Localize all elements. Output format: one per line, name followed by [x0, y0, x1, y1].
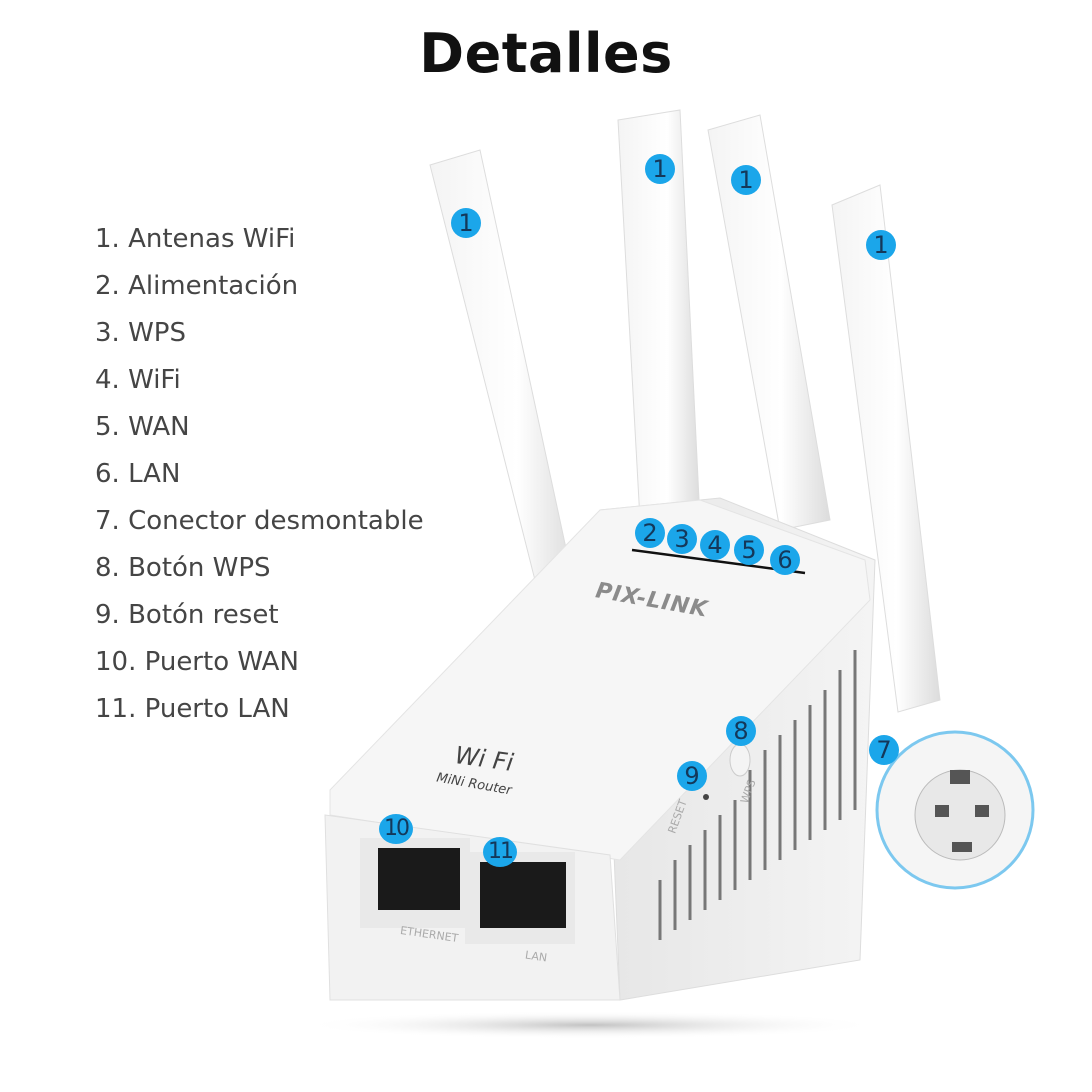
antenna	[707, 114, 831, 531]
list-item: 7. Conector desmontable	[95, 506, 424, 536]
list-item: 4. WiFi	[95, 365, 181, 395]
callout-wan-port: 10	[379, 814, 413, 844]
wps-button	[729, 743, 751, 777]
callout-antenna: 1	[866, 230, 896, 260]
callout-antenna: 1	[645, 154, 675, 184]
list-item: 5. WAN	[95, 412, 190, 442]
list-item: 6. LAN	[95, 459, 181, 489]
list-item: 2. Alimentación	[95, 271, 299, 301]
list-item: 10. Puerto WAN	[95, 647, 299, 677]
callout-wps-button: 8	[726, 716, 756, 746]
vent-grille	[658, 650, 857, 940]
antenna	[831, 184, 941, 713]
callout-antenna: 1	[731, 165, 761, 195]
callout-wifi-led: 4	[700, 530, 730, 560]
list-item: 11. Puerto LAN	[95, 694, 290, 724]
port-wan	[378, 848, 460, 910]
shadow	[300, 1011, 880, 1039]
list-item: 8. Botón WPS	[95, 553, 271, 583]
callout-lan-led: 6	[770, 545, 800, 575]
callout-power: 2	[635, 518, 665, 548]
callout-lan-port: 11	[483, 837, 517, 867]
list-item: 3. WPS	[95, 318, 186, 348]
port-lan	[480, 862, 566, 928]
feature-list: 1. Antenas WiFi 2. Alimentación 3. WPS 4…	[95, 220, 424, 737]
page-title: Detalles	[419, 22, 673, 85]
list-item: 1. Antenas WiFi	[95, 224, 296, 254]
callout-wps-led: 3	[667, 524, 697, 554]
reset-hole	[703, 794, 709, 800]
callout-reset-button: 9	[677, 761, 707, 791]
list-item: 9. Botón reset	[95, 600, 279, 630]
callout-connector: 7	[869, 735, 899, 765]
callout-antenna: 1	[451, 208, 481, 238]
callout-wan-led: 5	[734, 535, 764, 565]
